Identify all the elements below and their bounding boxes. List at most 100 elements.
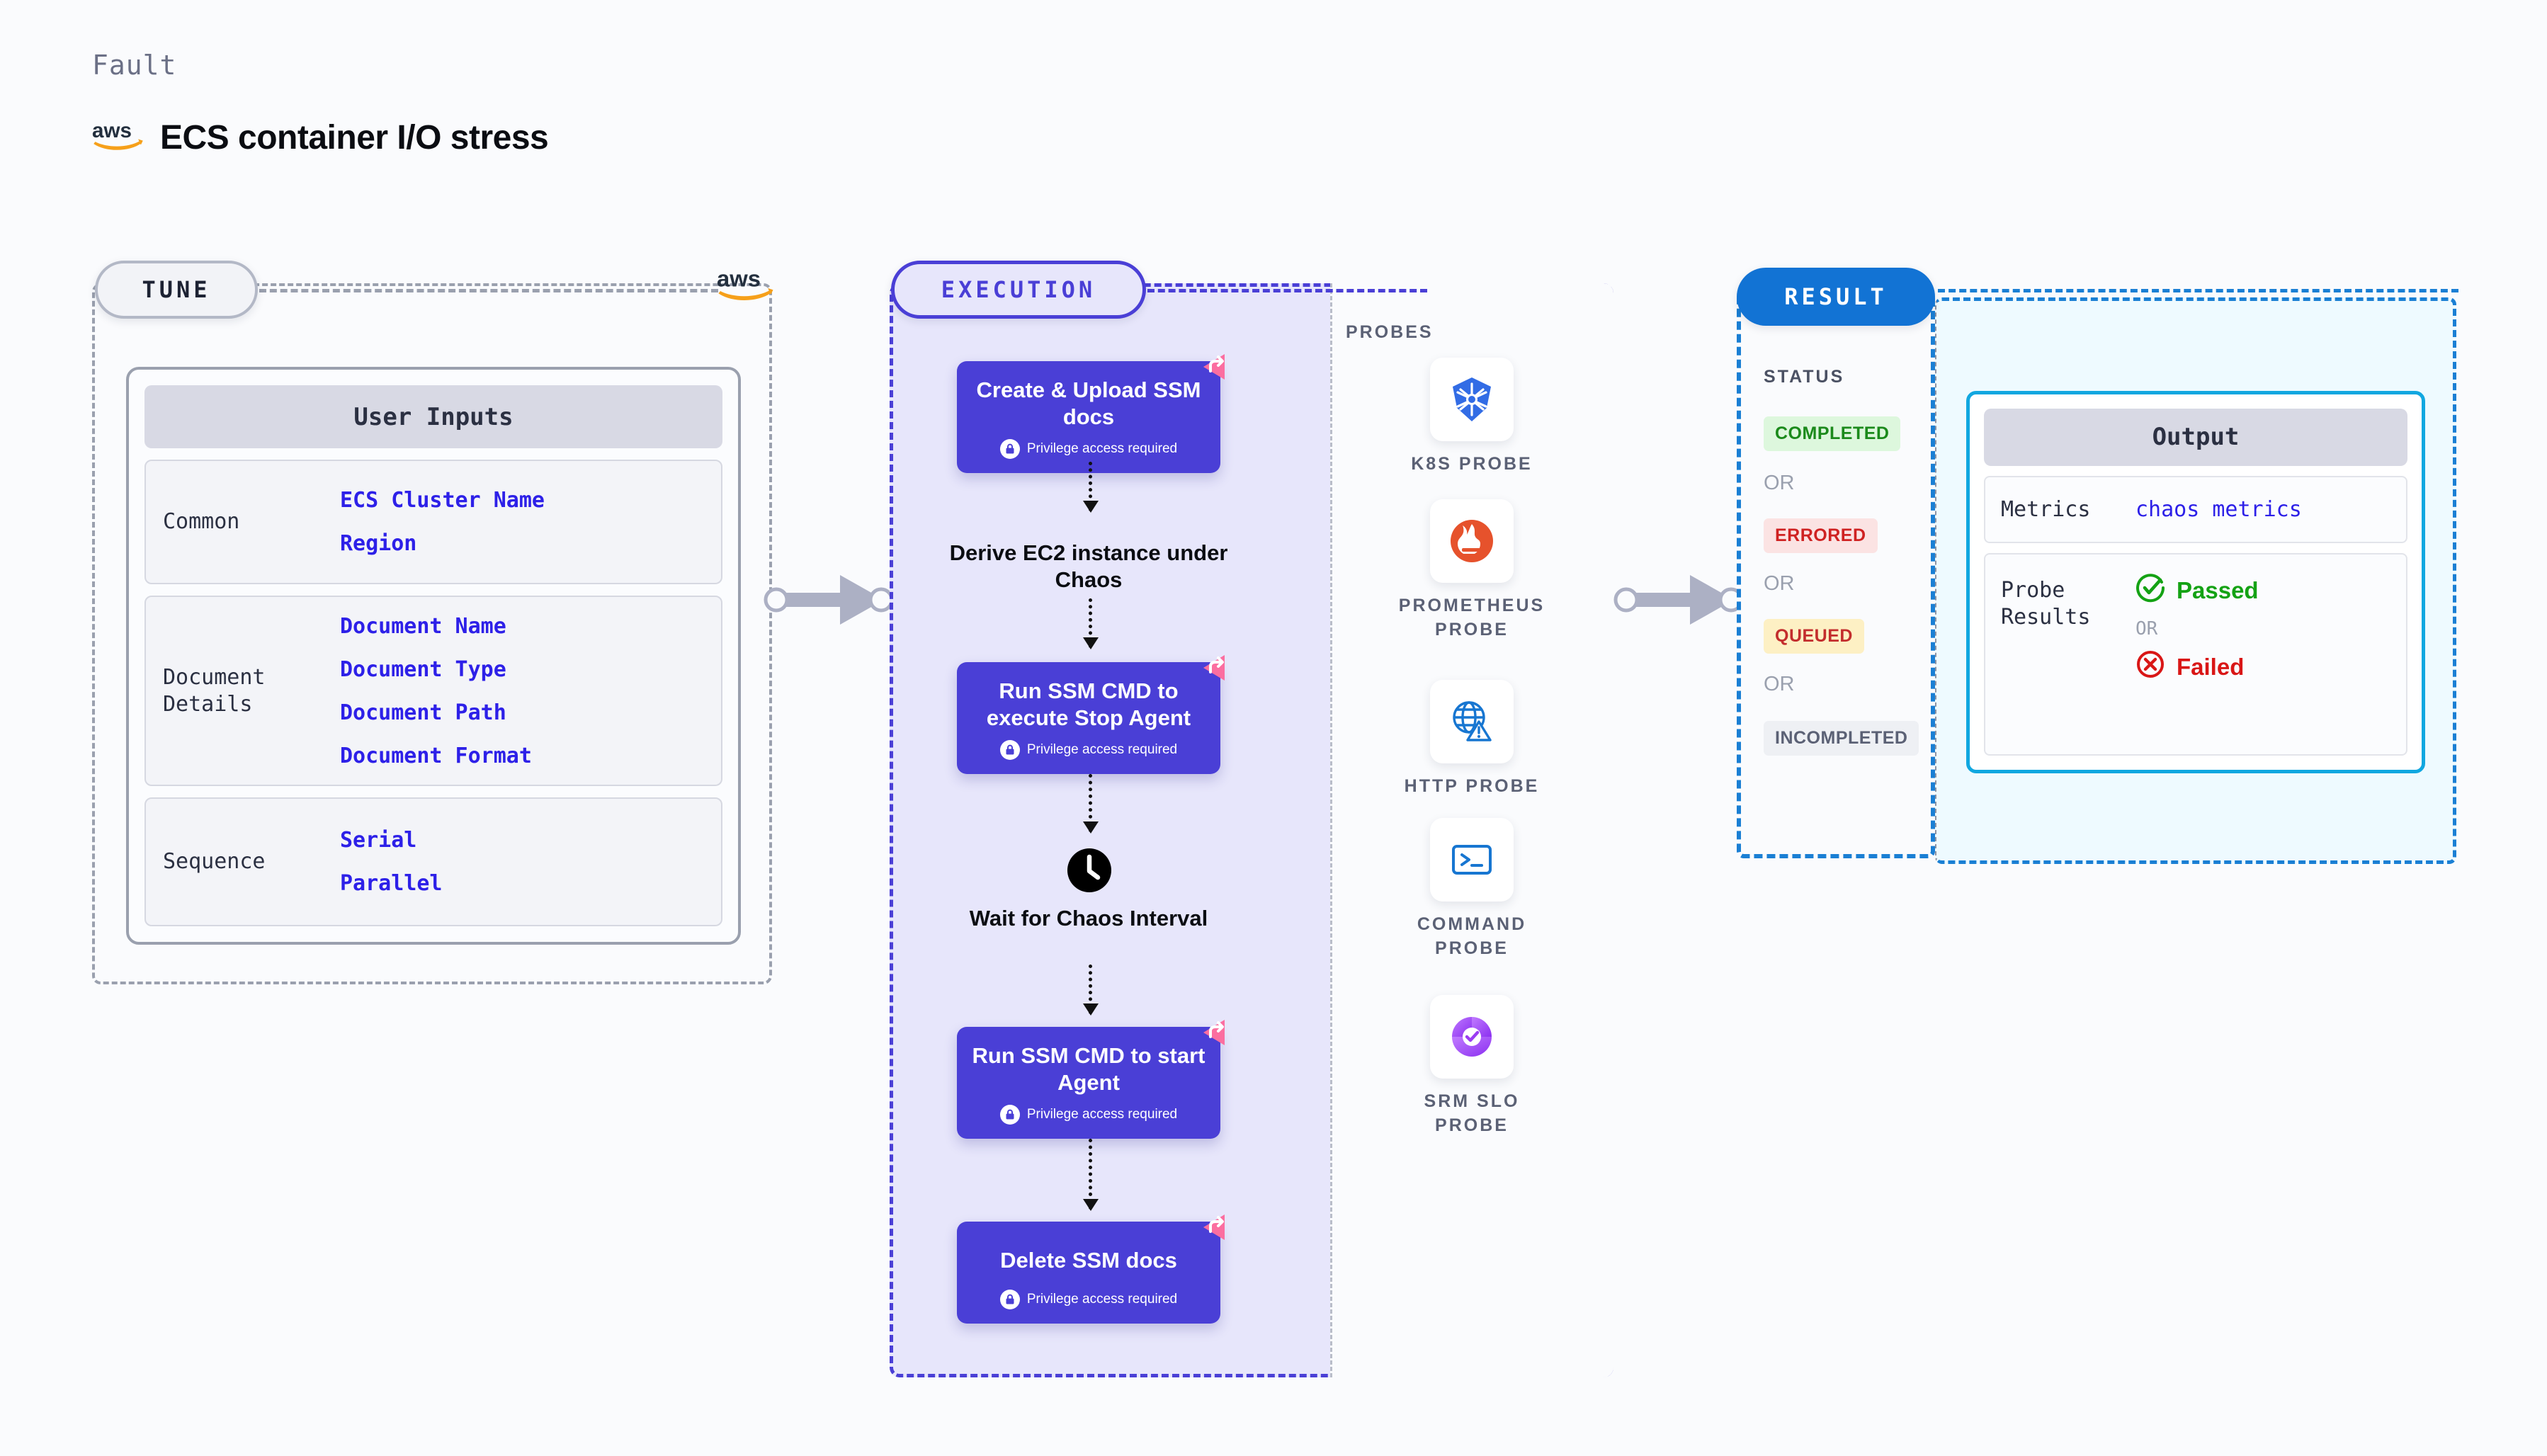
flow-node-delete-ssm-docs[interactable]: Delete SSM docs Privilege access require…: [957, 1215, 1225, 1324]
flow-node-run-ssm-stop-agent[interactable]: Run SSM CMD to execute Stop Agent Privil…: [957, 655, 1225, 774]
user-inputs-card: User Inputs Common ECS Cluster Name Regi…: [126, 367, 741, 945]
output-card-header: Output: [1984, 409, 2407, 466]
execution-leader-line: [1147, 289, 1427, 292]
flow-connector: [1083, 1139, 1099, 1211]
flow-arrow-execution-to-result: [1613, 567, 1748, 637]
result-pill[interactable]: RESULT: [1737, 268, 1935, 326]
flow-step-wait-for-chaos-interval: Wait for Chaos Interval: [969, 906, 1208, 931]
output-metrics-value[interactable]: chaos metrics: [2135, 496, 2302, 522]
privilege-note-label: Privilege access required: [1026, 1291, 1178, 1307]
clock-icon: [1065, 846, 1113, 898]
input-group-label: Document Details: [163, 665, 266, 717]
svg-text:aws: aws: [92, 119, 132, 142]
probe-result-values: Passed OR Failed: [2135, 573, 2259, 685]
probe-result-passed-label: Passed: [2177, 577, 2259, 604]
x-circle-icon: [2135, 649, 2165, 685]
probe-result-failed: Failed: [2135, 649, 2259, 685]
input-option[interactable]: Document Path: [340, 700, 506, 725]
flow-connector: [1083, 462, 1099, 513]
probe-item-http[interactable]: HTTP PROBE: [1387, 680, 1557, 799]
probe-item-srm-slo[interactable]: SRM SLO PROBE: [1387, 995, 1557, 1138]
probe-label: K8S PROBE: [1411, 454, 1533, 474]
output-row-metrics: Metrics chaos metrics: [1984, 475, 2407, 544]
probe-label: SRM SLO PROBE: [1424, 1091, 1520, 1135]
flow-node-run-ssm-start-agent[interactable]: Run SSM CMD to start Agent Privilege acc…: [957, 1020, 1225, 1139]
or-separator: OR: [2135, 618, 2158, 640]
input-group-values: Serial Parallel: [340, 828, 443, 896]
probe-label: HTTP PROBE: [1404, 776, 1540, 796]
or-separator: OR: [1764, 472, 1795, 494]
or-separator: OR: [1764, 673, 1795, 695]
or-separator: OR: [1764, 572, 1795, 595]
aws-logo-icon: aws: [92, 117, 144, 159]
tune-leader-line: [259, 289, 718, 292]
revert-flag-icon: [1193, 1207, 1233, 1251]
output-card: Output Metrics chaos metrics Probe Resul…: [1966, 391, 2425, 773]
input-option[interactable]: Parallel: [340, 871, 443, 897]
http-globe-warning-icon: [1430, 680, 1514, 763]
flow-node-title: Run SSM CMD to execute Stop Agent: [986, 678, 1191, 730]
flow-node-title: Delete SSM docs: [1000, 1248, 1177, 1273]
user-inputs-header: User Inputs: [144, 385, 722, 449]
kubernetes-icon: [1430, 358, 1514, 441]
input-group-sequence: Sequence Serial Parallel: [144, 797, 722, 926]
terminal-icon: [1430, 818, 1514, 902]
result-panel: [1737, 292, 1935, 858]
output-row-probe-results: Probe Results Passed OR: [1984, 553, 2407, 756]
lock-icon: [999, 739, 1020, 760]
input-group-common: Common ECS Cluster Name Region: [144, 460, 722, 585]
check-circle-icon: [2135, 573, 2165, 608]
privilege-note: Privilege access required: [968, 438, 1209, 459]
input-option[interactable]: Document Type: [340, 656, 506, 682]
output-row-label: Probe Results: [2001, 578, 2091, 630]
probe-result-failed-label: Failed: [2177, 654, 2245, 681]
privilege-note-label: Privilege access required: [1026, 440, 1178, 456]
lock-icon: [999, 1104, 1020, 1125]
srm-slo-icon: [1430, 995, 1514, 1079]
result-leader-line: [1938, 289, 2458, 292]
flow-node-create-upload-ssm-docs[interactable]: Create & Upload SSM docs Privilege acces…: [957, 354, 1225, 473]
privilege-note-label: Privilege access required: [1026, 741, 1178, 757]
page-title-row: aws ECS container I/O stress: [92, 117, 549, 159]
svg-text:aws: aws: [717, 265, 761, 291]
input-option[interactable]: Serial: [340, 828, 417, 853]
revert-flag-icon: [1193, 347, 1233, 390]
aws-logo-icon: aws: [717, 263, 775, 309]
input-group-label: Sequence: [163, 849, 266, 875]
input-option[interactable]: Document Format: [340, 743, 532, 768]
flow-node-title: Create & Upload SSM docs: [976, 377, 1201, 429]
probe-item-prometheus[interactable]: PROMETHEUS PROBE: [1387, 499, 1557, 642]
page-eyebrow: Fault: [92, 50, 177, 81]
flow-step-derive-ec2-instance: Derive EC2 instance under Chaos: [949, 540, 1228, 592]
privilege-note-label: Privilege access required: [1026, 1106, 1178, 1122]
revert-flag-icon: [1193, 1013, 1233, 1056]
input-group-document-details: Document Details Document Name Document …: [144, 596, 722, 787]
tune-pill[interactable]: TUNE: [95, 261, 258, 319]
page-title: ECS container I/O stress: [160, 119, 549, 157]
status-badge-errored: ERRORED: [1764, 518, 1878, 553]
privilege-note: Privilege access required: [968, 1289, 1209, 1309]
input-option[interactable]: ECS Cluster Name: [340, 488, 545, 513]
probes-title: PROBES: [1346, 322, 1434, 342]
probe-item-command[interactable]: COMMAND PROBE: [1387, 818, 1557, 961]
privilege-note: Privilege access required: [968, 1104, 1209, 1125]
output-row-label: Metrics: [2001, 496, 2091, 522]
lock-icon: [999, 438, 1020, 459]
flow-arrow-tune-to-execution: [764, 567, 898, 637]
input-option[interactable]: Region: [340, 531, 417, 557]
prometheus-icon: [1430, 499, 1514, 583]
execution-pill[interactable]: EXECUTION: [891, 261, 1146, 319]
probe-label: PROMETHEUS PROBE: [1398, 596, 1545, 639]
probe-item-k8s[interactable]: K8S PROBE: [1387, 358, 1557, 477]
status-title: STATUS: [1764, 367, 1845, 387]
status-badge-incompleted: INCOMPLETED: [1764, 721, 1919, 756]
status-badge-queued: QUEUED: [1764, 619, 1864, 654]
input-group-label: Common: [163, 509, 240, 535]
lock-icon: [999, 1289, 1020, 1309]
flow-connector: [1083, 774, 1099, 834]
revert-flag-icon: [1193, 648, 1233, 691]
input-group-values: ECS Cluster Name Region: [340, 488, 545, 556]
input-option[interactable]: Document Name: [340, 613, 506, 639]
flow-node-title: Run SSM CMD to start Agent: [972, 1043, 1206, 1095]
probe-result-passed: Passed: [2135, 573, 2259, 608]
